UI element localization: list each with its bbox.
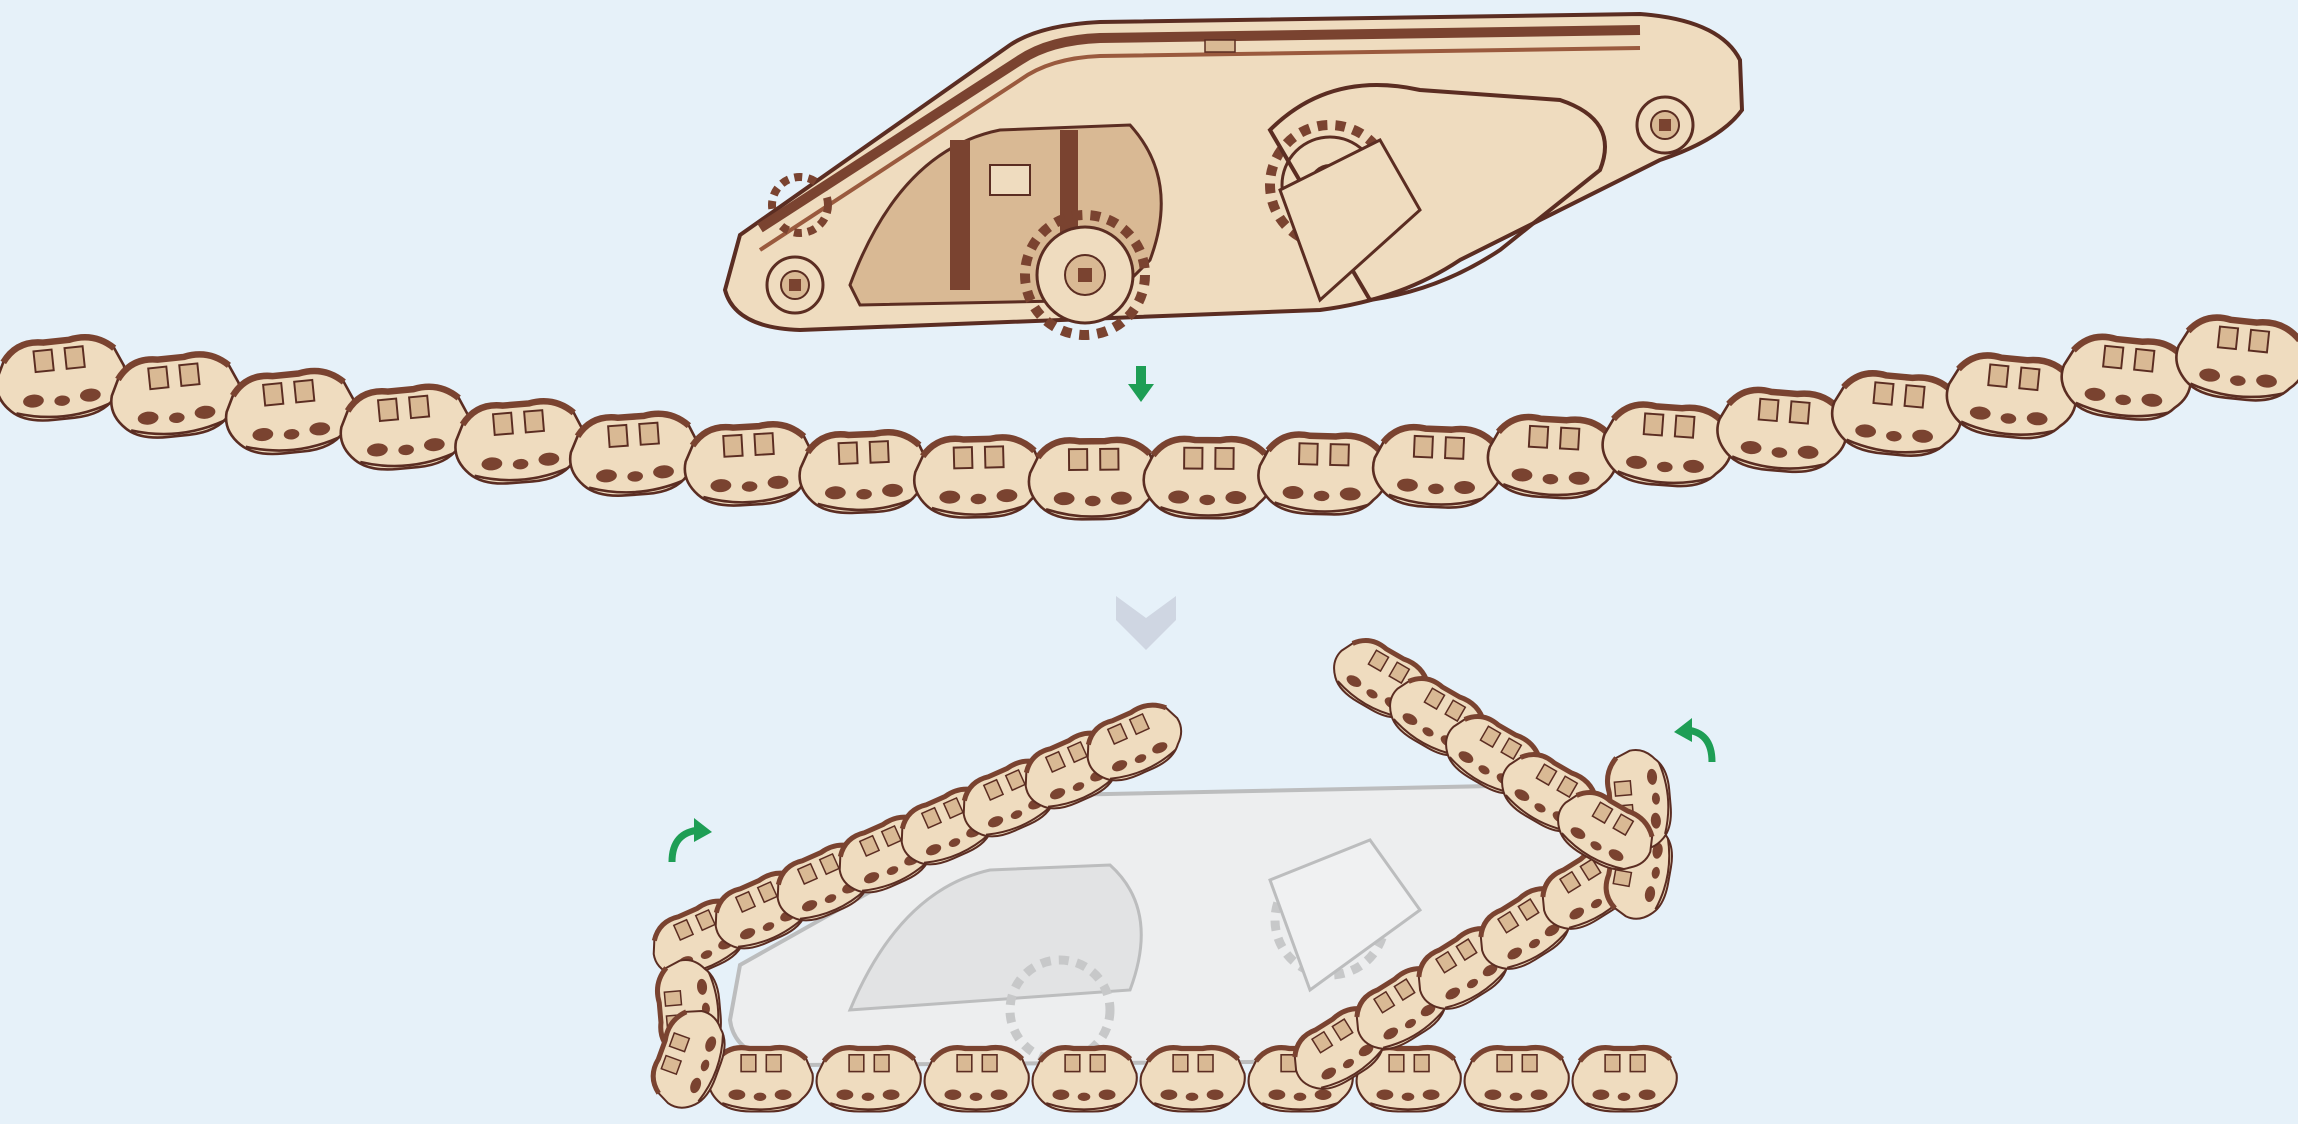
- track-link: [1143, 438, 1273, 518]
- track-link: [222, 367, 358, 459]
- track-link: [817, 1048, 921, 1112]
- track-link: [1486, 415, 1619, 501]
- chevron-down-icon: [1116, 596, 1176, 650]
- track-link: [1033, 1048, 1137, 1112]
- track-link: [1257, 433, 1388, 516]
- track-link: [337, 383, 473, 474]
- track-link: [1573, 1048, 1677, 1112]
- track-link: [925, 1048, 1029, 1112]
- track-link: [1029, 439, 1159, 519]
- track-link: [1714, 387, 1849, 476]
- track-link: [1141, 1048, 1245, 1112]
- track-chain: [0, 313, 2298, 519]
- track-link: [1600, 402, 1734, 490]
- track-link: [2173, 313, 2298, 405]
- track-link: [2058, 333, 2195, 425]
- track-link: [709, 1048, 813, 1112]
- arrow-down-icon: [1128, 366, 1154, 402]
- track-link: [452, 398, 587, 487]
- track-link: [0, 333, 129, 425]
- track-link: [1465, 1048, 1569, 1112]
- track-link: [107, 350, 244, 442]
- track-link: [1943, 352, 2079, 444]
- track-link: [1829, 370, 1965, 461]
- track-link: [1372, 425, 1504, 509]
- curved-arrow-right-icon: [1674, 718, 1712, 762]
- track-link: [682, 422, 815, 508]
- curved-arrow-left-icon: [672, 818, 712, 862]
- track-link: [913, 436, 1044, 519]
- chassis-assembly: [725, 14, 1742, 335]
- track-link: [798, 431, 930, 515]
- track-link: [567, 411, 701, 499]
